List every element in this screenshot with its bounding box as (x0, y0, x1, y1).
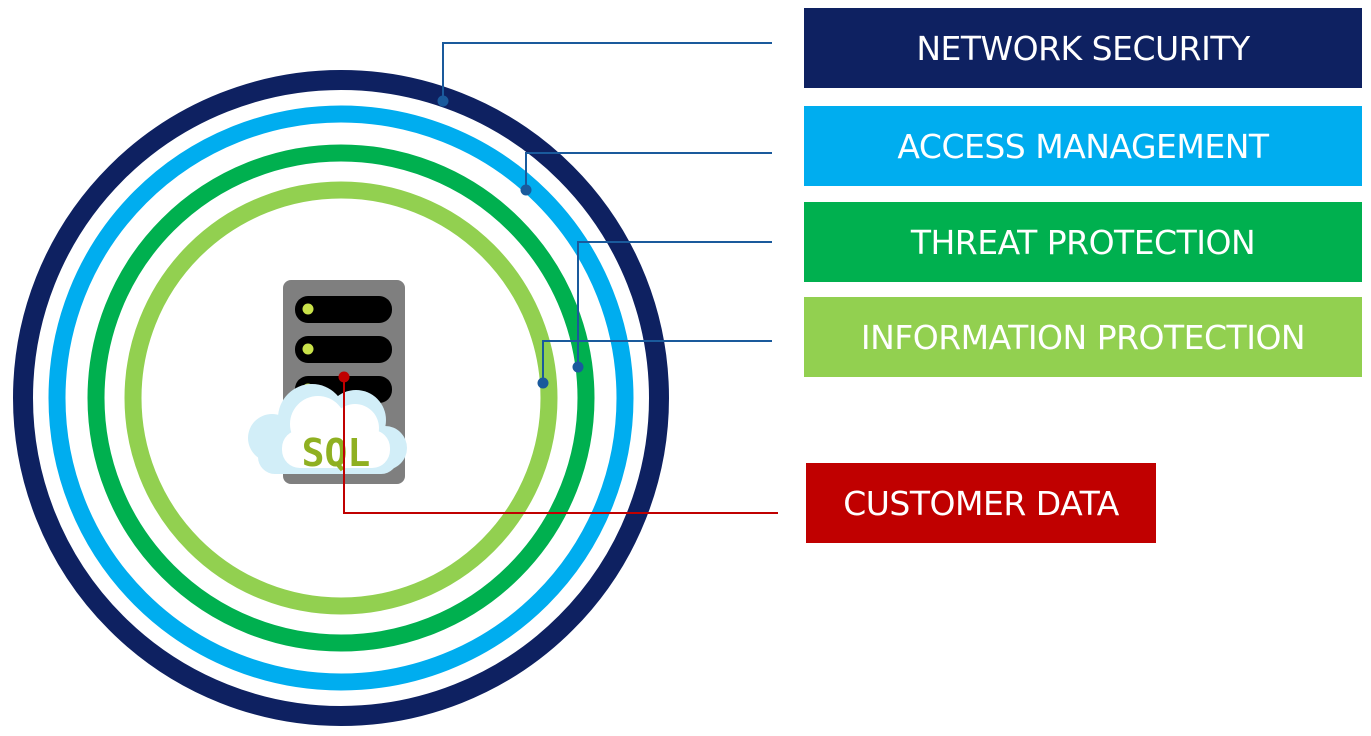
cloud-icon (248, 384, 407, 474)
label-network-security: NETWORK SECURITY (804, 8, 1362, 88)
label-information-protection: INFORMATION PROTECTION (804, 297, 1362, 377)
ring-threat-protection (87, 144, 595, 652)
sql-label: SQL (302, 431, 371, 475)
connector-access-management (520, 152, 772, 196)
connector-network-security (437, 42, 772, 107)
connector-information-protection (537, 340, 772, 389)
ring-network-security (13, 70, 669, 726)
ring-information-protection (124, 181, 558, 615)
label-access-management: ACCESS MANAGEMENT (804, 106, 1362, 186)
ring-access-management (48, 105, 634, 691)
sql-server-icon: SQL (248, 280, 407, 484)
connector-customer-data (338, 371, 778, 514)
connector-threat-protection (572, 241, 772, 373)
label-customer-data: CUSTOMER DATA (806, 463, 1156, 543)
label-threat-protection: THREAT PROTECTION (804, 202, 1362, 282)
